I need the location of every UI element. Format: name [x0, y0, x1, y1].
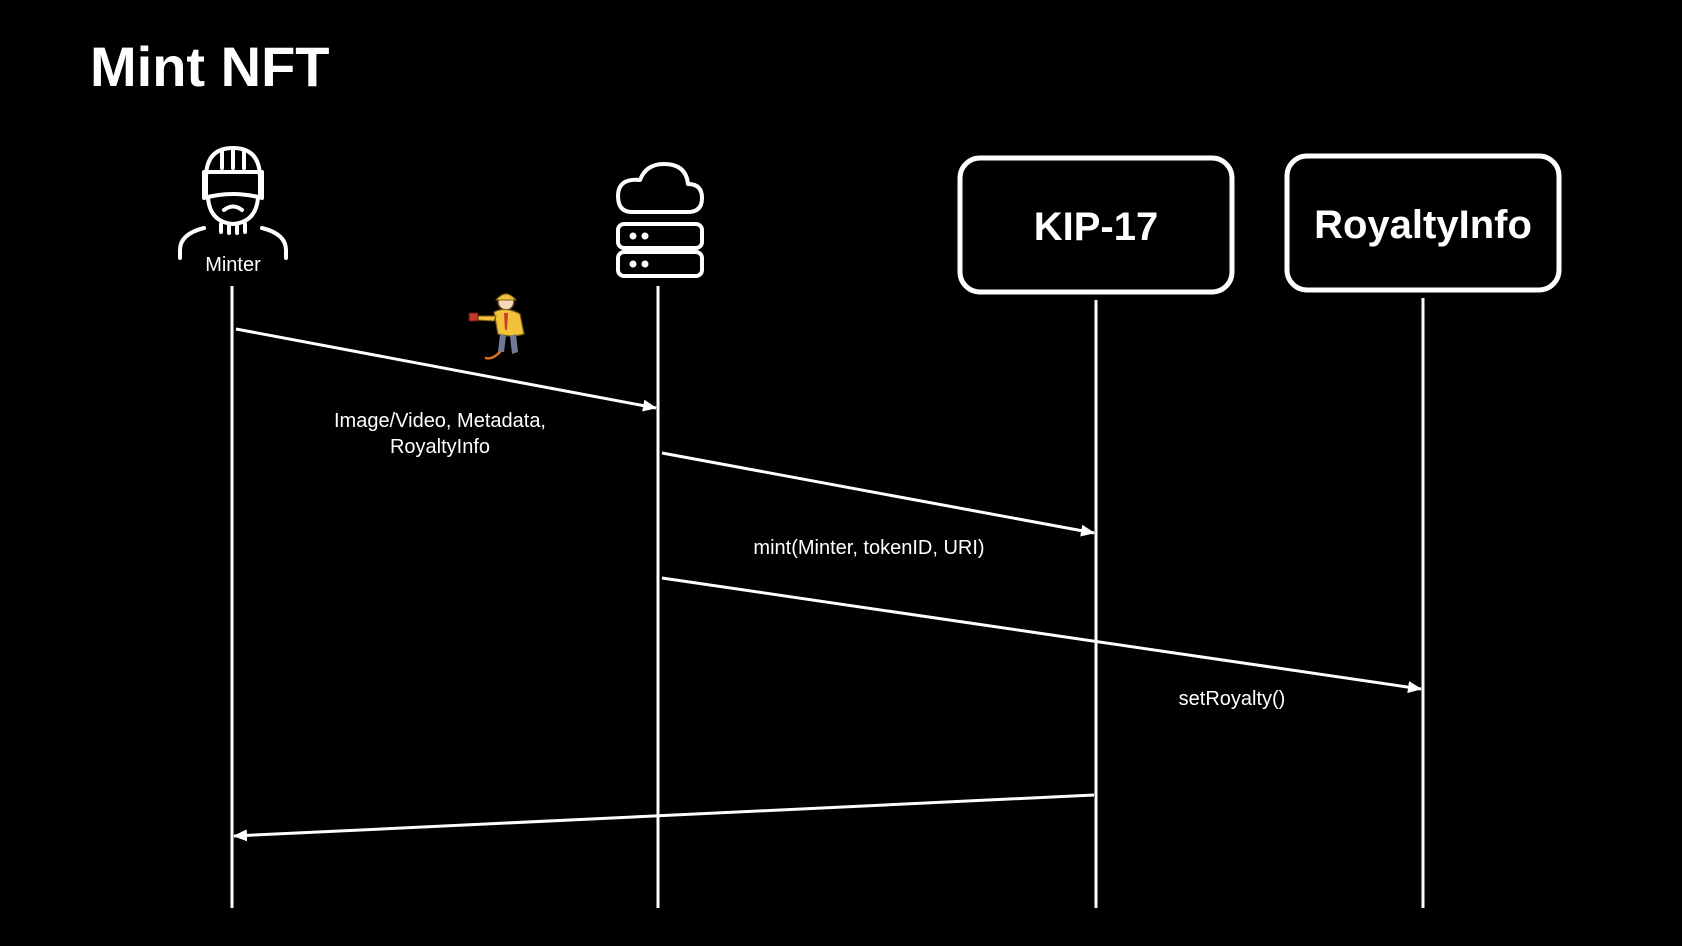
message-return-arrow — [233, 793, 1095, 842]
participant-server — [616, 162, 704, 278]
message-mint-label: mint(Minter, tokenID, URI) — [753, 537, 984, 559]
participant-royalty-info: RoyaltyInfo — [1284, 153, 1562, 293]
server-status-dots — [629, 232, 649, 268]
participant-minter-label: Minter — [205, 254, 261, 276]
mascot-character-icon — [468, 293, 525, 360]
message-set-royalty-arrow — [661, 576, 1422, 694]
message-upload-arrow — [235, 327, 657, 412]
royalty-info-box — [1284, 153, 1562, 293]
cloud-server-icon — [616, 162, 704, 278]
messages — [233, 327, 1422, 842]
message-upload-label-line1: Image/Video, Metadata, — [334, 410, 546, 432]
royalty-info-label: RoyaltyInfo — [1314, 203, 1532, 247]
lifelines — [230, 286, 1425, 908]
kip17-box — [957, 155, 1235, 295]
participant-kip17: KIP-17 — [957, 155, 1235, 295]
kip17-label: KIP-17 — [1034, 205, 1159, 249]
message-set-royalty-label: setRoyalty() — [1179, 688, 1286, 710]
message-upload-label-line2: RoyaltyInfo — [390, 436, 490, 458]
page-title: Mint NFT — [90, 35, 330, 98]
participant-minter: Minter — [178, 146, 288, 276]
message-mint-arrow — [661, 451, 1095, 537]
minter-avatar-icon — [178, 146, 288, 260]
